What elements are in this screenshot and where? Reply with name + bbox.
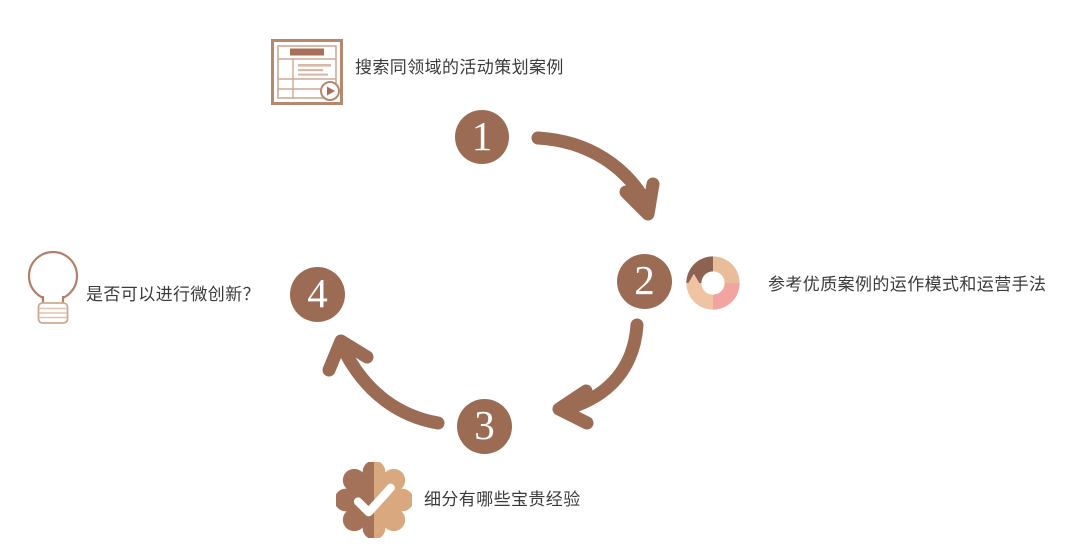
step-number-1-text: 1: [471, 112, 493, 159]
step-number-1: 1: [455, 110, 509, 164]
step-number-2-text: 2: [634, 257, 655, 303]
step-number-4-text: 4: [307, 270, 328, 316]
step-number-3-text: 3: [474, 402, 495, 448]
arrow-step2-to-step3: [552, 318, 644, 430]
lightbulb-outline-icon: [20, 248, 86, 326]
step-label-4: 是否可以进行微创新？: [86, 285, 260, 304]
arrow-step1-to-step2: [531, 131, 660, 221]
step-label-1: 搜索同领域的活动策划案例: [355, 58, 564, 77]
step-label-2: 参考优质案例的运作模式和运营手法: [768, 275, 1047, 294]
lightbulb-outline-icon-svg: [27, 250, 79, 324]
arrow-step3-to-step4: [322, 334, 445, 430]
verified-badge-check-icon-svg: [336, 462, 412, 538]
cycle-segment-bottom-left: [686, 273, 713, 310]
presentation-slide-icon-svg: [271, 39, 343, 105]
step-label-3: 细分有哪些宝贵经验: [424, 490, 581, 509]
circular-arrows-cycle-icon: [684, 254, 742, 312]
step-number-3: 3: [457, 399, 512, 454]
step-number-2: 2: [617, 254, 672, 309]
circular-arrows-cycle-icon-svg: [686, 256, 740, 310]
step-number-4: 4: [290, 267, 345, 322]
verified-badge-check-icon: [334, 462, 414, 538]
presentation-slide-icon: [270, 38, 344, 106]
